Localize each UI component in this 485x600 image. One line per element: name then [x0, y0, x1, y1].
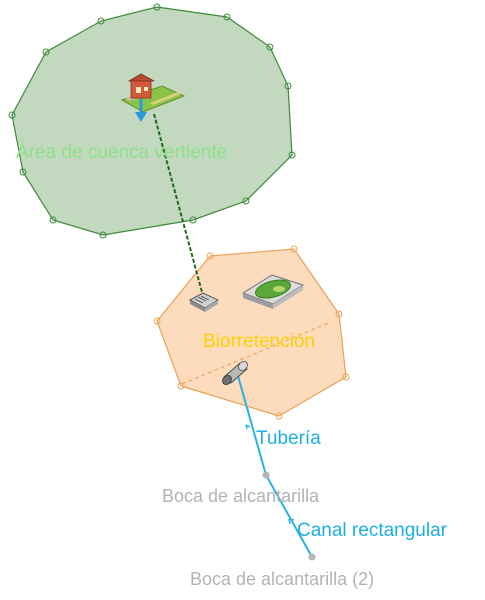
catchment-vertex[interactable]	[42, 48, 50, 56]
channel-direction-arrow	[288, 518, 295, 525]
catchment-flow-link[interactable]	[153, 113, 204, 297]
bioretention-section-line	[181, 321, 332, 385]
catchment-vertices	[8, 3, 296, 239]
catchment-vertex[interactable]	[8, 111, 16, 119]
catchment-area-polygon[interactable]	[11, 6, 293, 236]
inlet-1-label: Boca de alcantarilla	[162, 486, 320, 506]
catchment-vertex[interactable]	[153, 3, 161, 11]
bioretention-vertex[interactable]	[290, 245, 298, 253]
bioretention-vertex[interactable]	[177, 382, 185, 390]
grate-inlet-icon[interactable]	[188, 292, 220, 312]
bioretention-basin-icon[interactable]	[241, 274, 305, 309]
bioretention-vertex[interactable]	[275, 412, 283, 420]
bioretention-vertices	[153, 245, 350, 420]
bioretention-vertex[interactable]	[206, 252, 214, 260]
bioretention-vertex[interactable]	[335, 310, 343, 318]
catchment-vertex[interactable]	[288, 151, 296, 159]
catchment-vertex[interactable]	[189, 216, 197, 224]
house-parcel-icon[interactable]	[120, 73, 186, 122]
rectangular-channel-line[interactable]	[265, 474, 313, 558]
pipe-line[interactable]	[237, 375, 267, 476]
channel-label: Canal rectangular	[297, 520, 447, 541]
catchment-vertex[interactable]	[223, 13, 231, 21]
catchment-vertex[interactable]	[266, 43, 274, 51]
pipe-direction-arrow	[245, 424, 251, 430]
bioretention-vertex[interactable]	[342, 373, 350, 381]
pipe-label: Tubería	[256, 428, 321, 449]
inlet-node-1[interactable]	[262, 471, 270, 479]
catchment-vertex[interactable]	[19, 168, 27, 176]
bioretention-vertex[interactable]	[153, 317, 161, 325]
inlet-node-2[interactable]	[308, 553, 316, 561]
bioretention-label: Biorretención	[203, 331, 315, 352]
catchment-vertex[interactable]	[49, 216, 57, 224]
catchment-vertex[interactable]	[284, 82, 292, 90]
catchment-area-label: Área de cuenca vertiente	[16, 142, 228, 163]
catchment-vertex[interactable]	[242, 197, 250, 205]
catchment-vertex[interactable]	[99, 231, 107, 239]
catchment-vertex[interactable]	[97, 17, 105, 25]
inlet-2-label: Boca de alcantarilla (2)	[190, 569, 375, 589]
outlet-pipe-icon[interactable]	[221, 360, 250, 387]
